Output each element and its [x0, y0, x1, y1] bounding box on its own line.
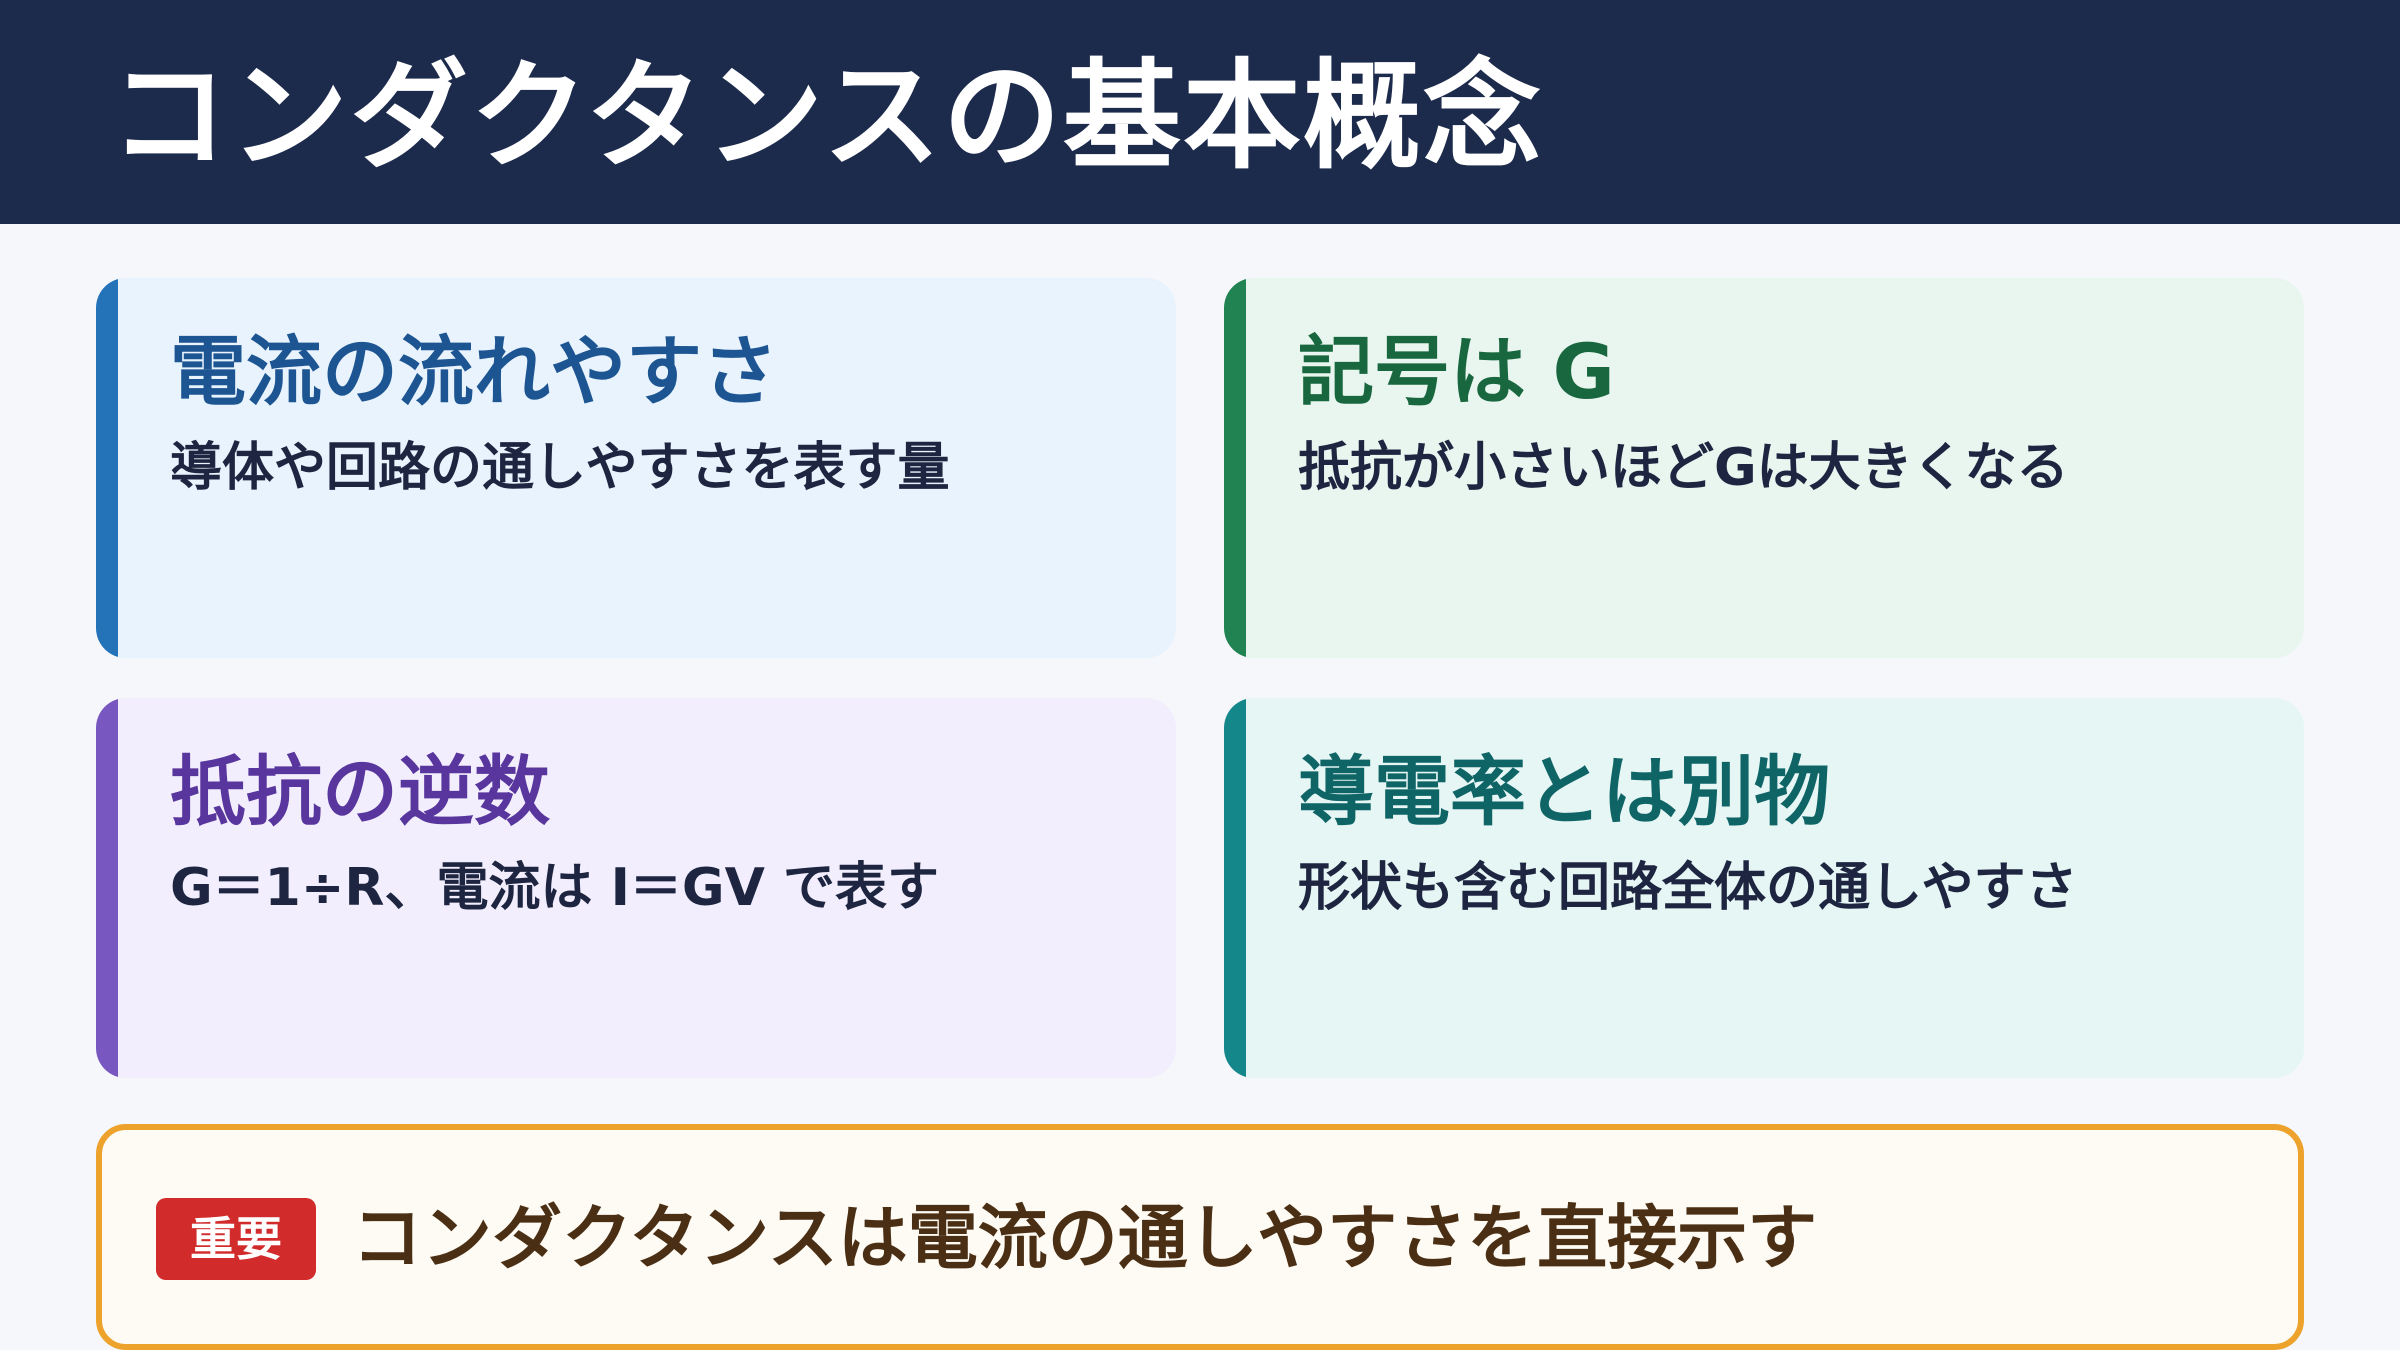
important-notice: 重要 コンダクタンスは電流の通しやすさを直接示す [96, 1124, 2304, 1350]
card-title: 抵抗の逆数 [170, 747, 550, 836]
page-header: コンダクタンスの基本概念 [0, 0, 2400, 224]
card-title: 電流の流れやすさ [170, 327, 778, 416]
page-title: コンダクタンスの基本概念 [110, 47, 1543, 185]
card-description: G＝1÷R、電流は I＝GV で表す [170, 858, 939, 918]
concept-card-current-flow: 電流の流れやすさ 導体や回路の通しやすさを表す量 [96, 278, 1176, 658]
card-description: 抵抗が小さいほどGは大きくなる [1298, 438, 2069, 498]
card-accent-bar [1224, 698, 1246, 1078]
card-title: 導電率とは別物 [1298, 747, 1830, 836]
notice-text: コンダクタンスは電流の通しやすさを直接示す [352, 1197, 1818, 1279]
card-description: 形状も含む回路全体の通しやすさ [1298, 858, 2078, 918]
concept-card-reciprocal: 抵抗の逆数 G＝1÷R、電流は I＝GV で表す [96, 698, 1176, 1078]
concept-card-symbol: 記号は G 抵抗が小さいほどGは大きくなる [1224, 278, 2304, 658]
card-accent-bar [96, 698, 118, 1078]
concept-card-conductivity: 導電率とは別物 形状も含む回路全体の通しやすさ [1224, 698, 2304, 1078]
card-title: 記号は G [1298, 327, 1615, 416]
important-badge: 重要 [156, 1198, 316, 1280]
card-description: 導体や回路の通しやすさを表す量 [170, 438, 950, 498]
card-accent-bar [96, 278, 118, 658]
card-accent-bar [1224, 278, 1246, 658]
